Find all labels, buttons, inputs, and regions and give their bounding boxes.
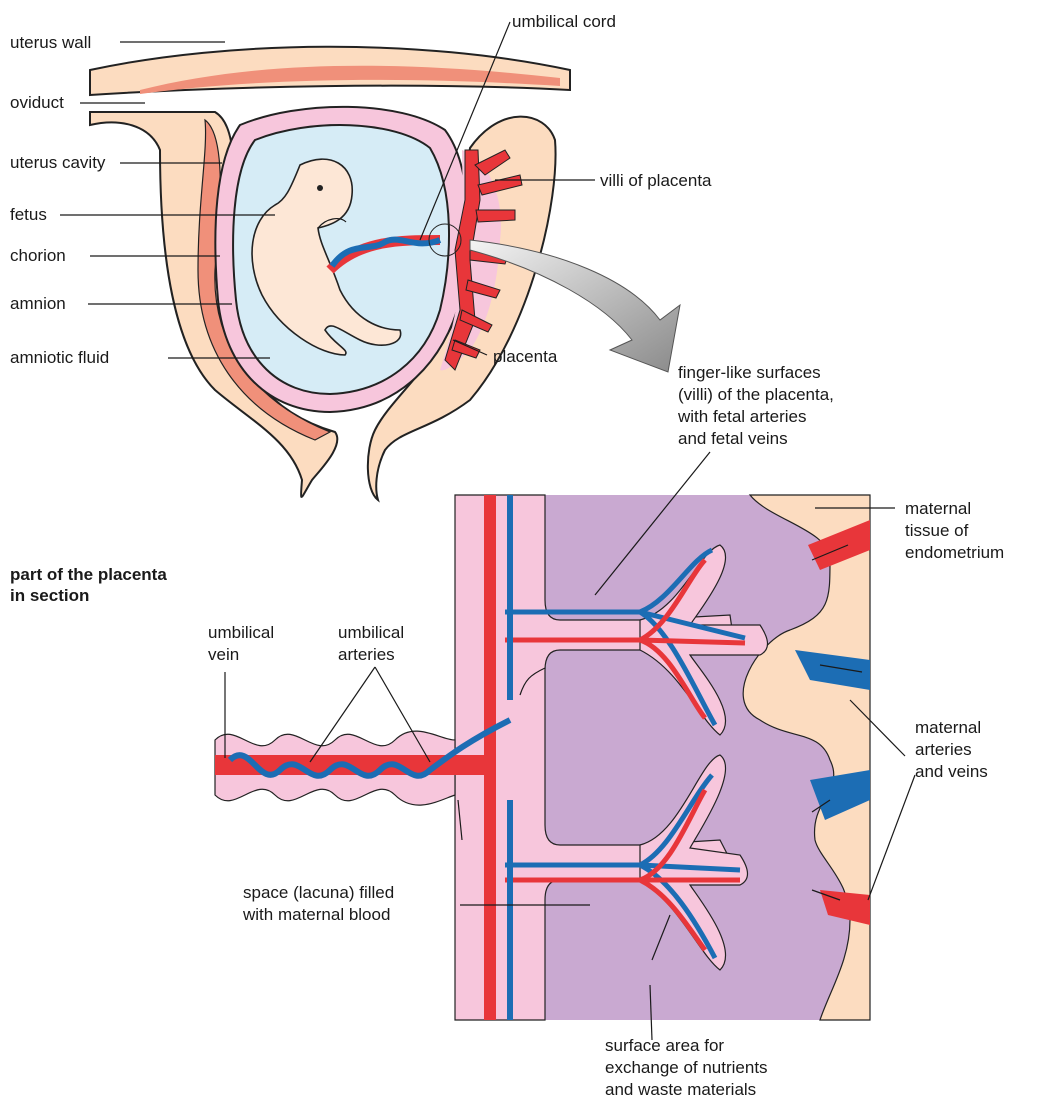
label-amnion: amnion [10, 294, 66, 313]
label-fetus: fetus [10, 205, 47, 224]
label-maternal-tissue: maternal tissue of endometrium [905, 499, 1004, 562]
label-uterus-wall: uterus wall [10, 33, 91, 52]
label-maternal-arteries-veins: maternal arteries and veins [915, 718, 988, 781]
section-heading: part of the placenta in section [10, 565, 172, 605]
label-oviduct: oviduct [10, 93, 64, 112]
label-villi-of-placenta: villi of placenta [600, 171, 712, 190]
label-finger-like-surfaces: finger-like surfaces (villi) of the plac… [677, 363, 839, 448]
label-placenta: placenta [493, 347, 558, 366]
label-umbilical-arteries: umbilical arteries [338, 623, 409, 664]
label-umbilical-cord: umbilical cord [512, 12, 616, 31]
label-amniotic-fluid: amniotic fluid [10, 348, 109, 367]
label-chorion: chorion [10, 246, 66, 265]
label-surface-area: surface area for exchange of nutrients a… [605, 1036, 772, 1099]
label-umbilical-vein: umbilical vein [208, 623, 279, 664]
label-lacuna: space (lacuna) filled with maternal bloo… [242, 883, 399, 924]
label-uterus-cavity: uterus cavity [10, 153, 106, 172]
uterus-illustration [90, 47, 680, 500]
